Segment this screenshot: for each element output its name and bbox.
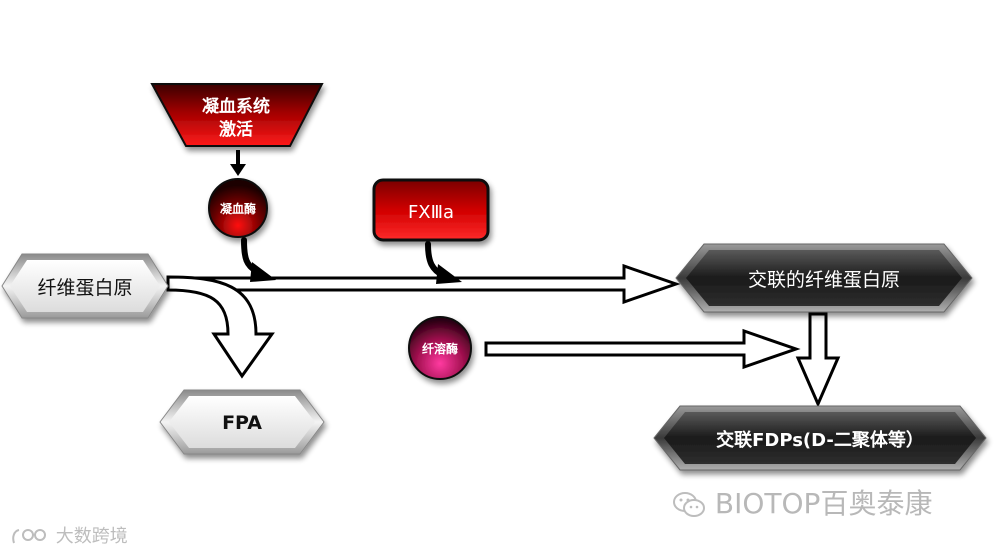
main-hollow-arrow bbox=[168, 263, 681, 305]
wechat-icon bbox=[673, 492, 705, 517]
plasmin-circle bbox=[408, 316, 472, 380]
fpa-label: FPA bbox=[222, 412, 262, 434]
fibrinogen-label: 纤维蛋白原 bbox=[37, 277, 132, 299]
corner-watermark: 大数跨境 bbox=[10, 522, 128, 548]
fxiiia-box bbox=[372, 178, 490, 242]
corner-watermark-text: 大数跨境 bbox=[55, 526, 128, 547]
thrombin-circle bbox=[208, 178, 268, 238]
crosslinked-fdps-label: 交联FDPs(D-二聚体等） bbox=[716, 429, 924, 451]
brand-logo-icon bbox=[12, 529, 46, 544]
fxiiia-label: FXⅢa bbox=[408, 202, 454, 223]
vertical-hollow-arrow bbox=[795, 312, 841, 408]
thrombin-label: 凝血酶 bbox=[220, 201, 256, 216]
wechat-watermark: BIOTOP百奥泰康 bbox=[672, 482, 932, 522]
wechat-watermark-text: BIOTOP百奥泰康 bbox=[714, 487, 933, 520]
coag-activation-trapezoid bbox=[150, 83, 324, 147]
coag-activation-label-2: 激活 bbox=[219, 119, 253, 140]
plasmin-hollow-arrow bbox=[484, 328, 801, 370]
fpa-hollow-arrow bbox=[166, 275, 275, 379]
plasmin-label: 纤溶酶 bbox=[422, 341, 458, 356]
coag-activation-label-1: 凝血系统 bbox=[202, 96, 270, 117]
crosslinked-fibrinogen-label: 交联的纤维蛋白原 bbox=[748, 269, 900, 291]
